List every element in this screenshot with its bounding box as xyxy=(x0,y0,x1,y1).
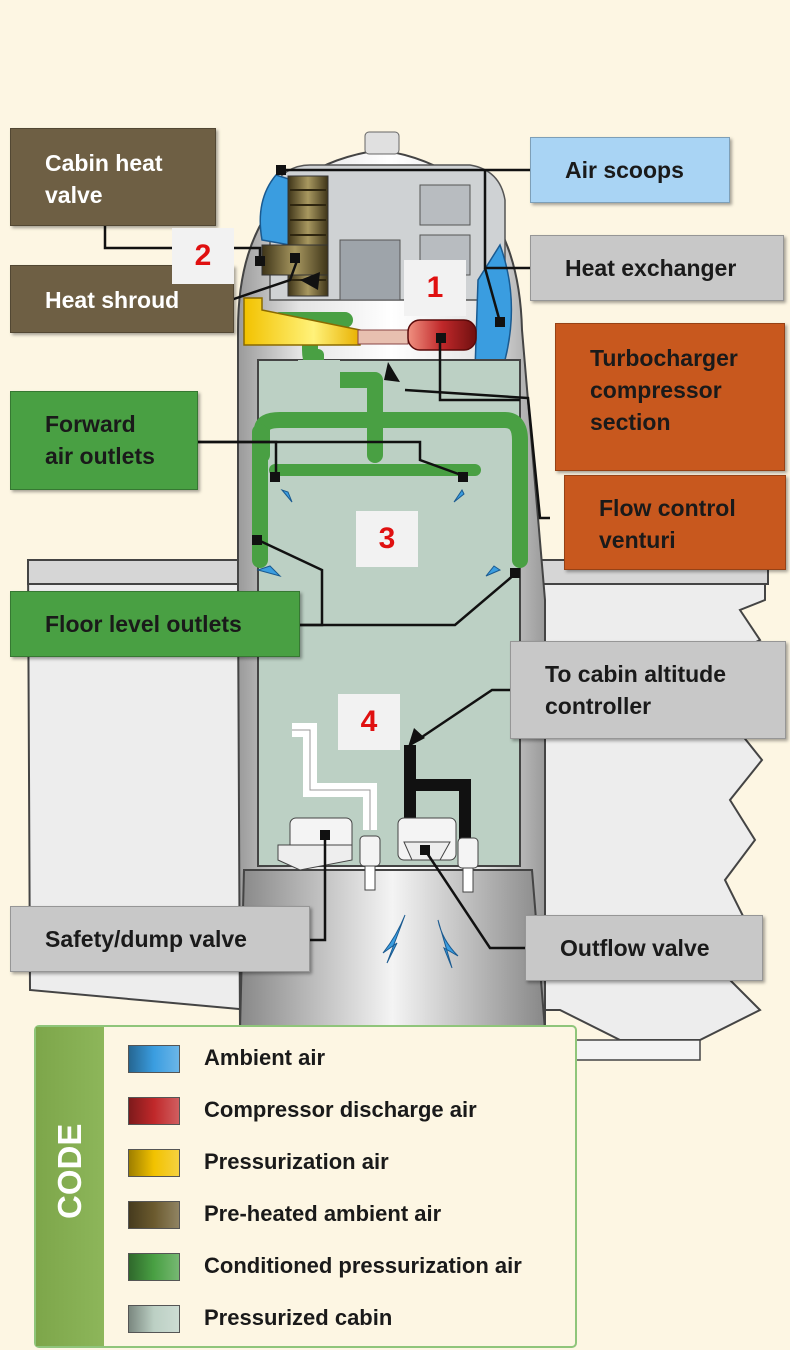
legend-swatch xyxy=(128,1045,180,1073)
marker-1: 1 xyxy=(404,260,466,316)
callout-safety-dump-valve: Safety/dump valve xyxy=(10,906,310,972)
legend-swatch xyxy=(128,1097,180,1125)
air-scoops xyxy=(259,174,513,375)
legend-swatch xyxy=(128,1201,180,1229)
marker-4: 4 xyxy=(338,694,400,750)
legend-swatch xyxy=(128,1149,180,1177)
callout-flow-control-venturi: Flow control venturi xyxy=(564,475,786,570)
outflow-valve xyxy=(397,745,479,893)
pressurized-cabin xyxy=(257,359,521,867)
legend-title: CODE xyxy=(51,1123,88,1219)
legend-tab: CODE xyxy=(36,1027,104,1346)
callout-turbocharger-compressor: Turbocharger compressor section xyxy=(555,323,785,471)
marker-3: 3 xyxy=(356,511,418,567)
heat-shroud xyxy=(261,175,329,297)
callout-cabin-heat-valve: Cabin heat valve xyxy=(10,128,216,226)
legend-label: Compressor discharge air xyxy=(204,1097,477,1122)
legend-label: Pressurized cabin xyxy=(204,1305,393,1330)
callout-forward-air-outlets: Forward air outlets xyxy=(10,391,198,490)
callout-air-scoops: Air scoops xyxy=(530,137,730,203)
marker-2: 2 xyxy=(172,228,234,284)
legend-swatch xyxy=(128,1253,180,1281)
callout-heat-exchanger: Heat exchanger xyxy=(530,235,784,301)
outlet-arrows xyxy=(256,488,502,969)
duct-gap xyxy=(298,360,340,400)
legend-label: Conditioned pressurization air xyxy=(204,1253,522,1278)
legend-label: Pre-heated ambient air xyxy=(204,1201,442,1226)
leader-endpoints xyxy=(252,165,520,855)
callout-floor-level-outlets: Floor level outlets xyxy=(10,591,300,657)
callout-to-cabin-altitude-controller: To cabin altitude controller xyxy=(510,641,786,739)
legend-label: Ambient air xyxy=(204,1045,326,1070)
legend-swatch xyxy=(128,1305,180,1333)
legend-label: Pressurization air xyxy=(204,1149,389,1174)
leader-lines xyxy=(103,168,550,950)
leader-arrowheads xyxy=(300,272,425,747)
callout-outflow-valve: Outflow valve xyxy=(525,915,763,981)
